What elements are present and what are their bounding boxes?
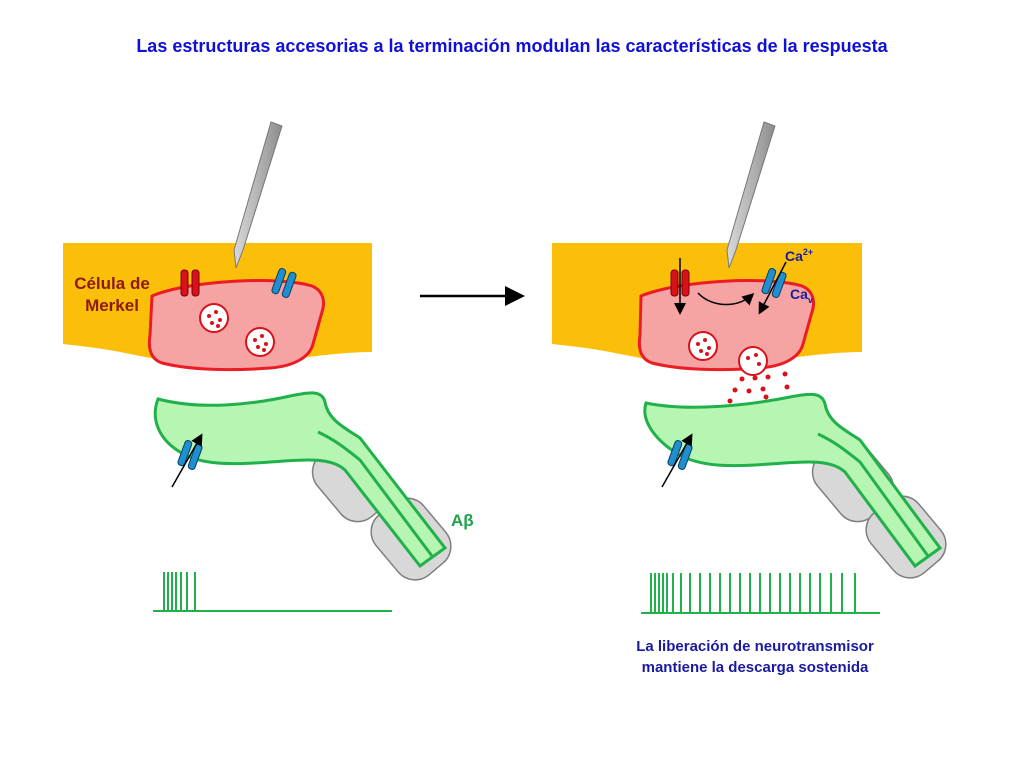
probe-needle-icon <box>233 121 283 269</box>
ion-flow-arrow <box>171 433 203 488</box>
spike-train-sustained <box>641 573 880 614</box>
nerve-channel-icon <box>177 440 203 470</box>
merkel-cell <box>147 279 326 372</box>
vesicle-icon <box>688 331 718 361</box>
spike-train-transient <box>153 572 392 612</box>
activation-arrow <box>697 292 755 306</box>
red-channel-icon <box>180 269 200 297</box>
blue-channel-icon <box>271 268 297 298</box>
caption: La liberación de neurotransmisor mantien… <box>560 636 950 678</box>
nerve-terminal <box>153 391 448 569</box>
left-panel: Célula de Merkel Aβ <box>63 121 474 612</box>
nerve-terminal <box>643 392 943 569</box>
calcium-ion-label: Ca2+ <box>785 247 813 264</box>
red-channel-icon <box>670 269 690 297</box>
fiber-label: Aβ <box>451 511 474 530</box>
probe-needle-icon <box>726 121 776 269</box>
neurotransmitter-dots <box>727 371 790 404</box>
right-panel: Ca2+ Cav <box>552 121 947 614</box>
caption-line2: mantiene la descarga sostenida <box>641 659 869 676</box>
axon-line <box>317 430 434 557</box>
slide-title: Las estructuras accesorias a la terminac… <box>136 36 888 56</box>
vesicle-icon <box>245 327 275 357</box>
ion-flow-arrow <box>661 433 693 488</box>
merkel-label-line2: Merkel <box>85 296 139 315</box>
calcium-influx-arrow <box>758 261 787 315</box>
caption-line1: La liberación de neurotransmisor <box>636 638 874 655</box>
axon-line <box>817 432 930 557</box>
fusing-vesicle-icon <box>738 346 768 376</box>
calcium-channel-label: Cav <box>790 286 813 305</box>
merkel-cell <box>637 279 816 372</box>
calcium-channel-icon <box>761 268 787 298</box>
merkel-label-line1: Célula de <box>74 274 150 293</box>
vesicle-icon <box>199 303 229 333</box>
